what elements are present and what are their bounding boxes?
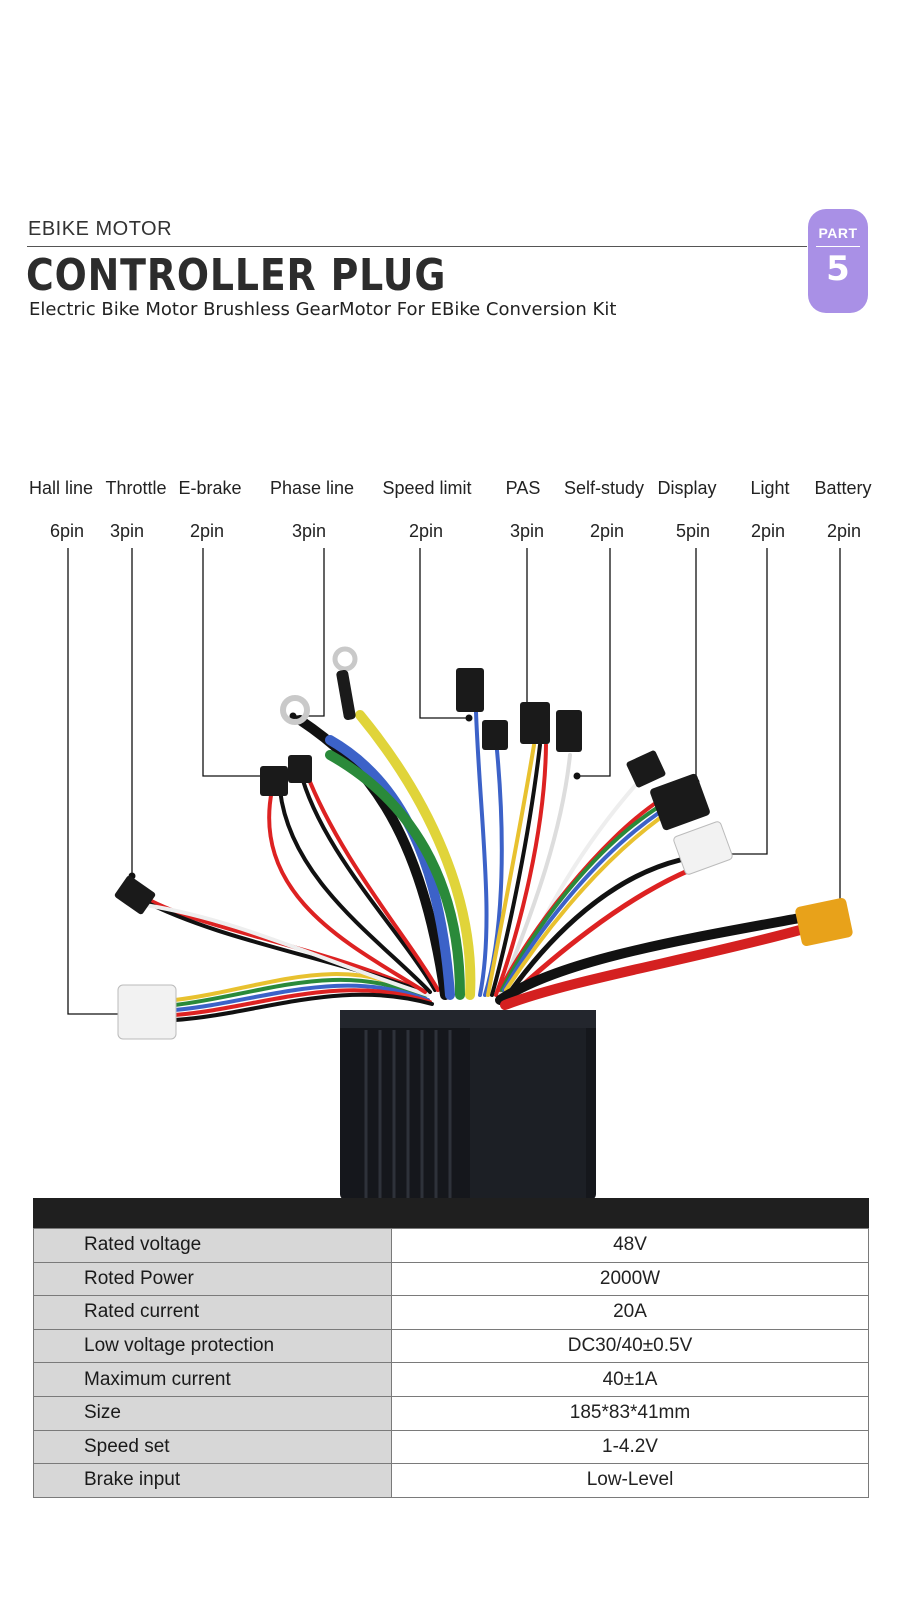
leader-self-study [577,548,611,777]
connector-label-throttle: Throttle [105,478,167,498]
display-plug [650,773,710,831]
connector-pins-pas: 3pin [509,521,545,541]
leader-phase [293,548,325,717]
self-study-plug [556,710,582,752]
part-badge: PART 5 [808,209,868,313]
connector-label-self-study: Self-study [563,478,645,498]
throttle-plug [114,875,156,915]
part-badge-divider [816,246,860,247]
connector-pins-ebrake: 2pin [189,521,225,541]
table-row: Roted Power 2000W [33,1261,869,1297]
section-kicker: EBIKE MOTOR [28,218,173,240]
spec-table: Rated voltage 48V Roted Power 2000W Rate… [33,1228,869,1498]
hall-plug [117,984,177,1040]
connector-label-speed-limit: Speed limit [382,478,472,498]
connector-pins-self-study: 2pin [589,521,625,541]
connector-pins-phase: 3pin [291,521,327,541]
spec-name: Maximum current [33,1362,392,1397]
ebrake-plug-2 [288,755,312,783]
connector-label-phase: Phase line [269,478,355,498]
part-badge-number: 5 [826,249,850,289]
table-row: Maximum current 40±1A [33,1362,869,1397]
connector-pins-battery: 2pin [826,521,862,541]
spec-value: 48V [391,1228,869,1263]
spec-value: 1-4.2V [391,1429,869,1465]
connector-pins-hall: 6pin [49,521,85,541]
spec-value: DC30/40±0.5V [391,1328,869,1364]
leader-light [727,548,768,855]
table-row: Low voltage protection DC30/40±0.5V [33,1328,869,1364]
speed-limit-plug-2 [482,720,508,750]
wires [138,710,805,1022]
table-row: Size 185*83*41mm [33,1395,869,1431]
part-badge-label: PART [818,225,858,241]
spec-value: 20A [391,1295,869,1330]
leader-ebrake [202,548,268,777]
table-row: Rated voltage 48V [33,1228,869,1263]
ebrake-plug [260,766,288,796]
connector-pins-throttle: 3pin [109,521,145,541]
page-title: CONTROLLER PLUG [26,250,447,301]
spec-name: Speed set [33,1429,392,1465]
leader-speed-limit [419,548,469,719]
leader-hall [67,548,128,1015]
controller-wiring-illustration [67,548,853,1200]
battery-plug [795,897,853,947]
light-plug [673,821,733,875]
connector-label-pas: PAS [505,478,541,498]
connector-label-hall: Hall line [28,478,94,498]
spec-name: Roted Power [33,1261,392,1297]
connector-pins-speed-limit: 2pin [408,521,444,541]
table-row: Rated current 20A [33,1295,869,1330]
spec-name: Brake input [33,1463,392,1498]
spec-value: 185*83*41mm [391,1395,869,1431]
spec-table-header [33,1198,869,1228]
table-row: Brake input Low-Level [33,1463,869,1498]
page-subtitle: Electric Bike Motor Brushless GearMotor … [29,299,617,320]
spec-value: 40±1A [391,1362,869,1397]
connector-label-display: Display [657,478,717,498]
speed-limit-plug [456,668,484,712]
connector-pins-light: 2pin [750,521,786,541]
connector-label-light: Light [750,478,790,498]
spec-name: Size [33,1395,392,1431]
table-row: Speed set 1-4.2V [33,1429,869,1465]
spec-name: Rated voltage [33,1228,392,1263]
spec-value: Low-Level [391,1463,869,1498]
pas-plug [520,702,550,744]
self-study-plug-2 [626,750,666,788]
connector-pins-display: 5pin [675,521,711,541]
connector-plugs [114,646,853,1040]
controller-box [340,1010,596,1200]
header-rule [27,246,807,247]
spec-name: Low voltage protection [33,1328,392,1364]
spec-value: 2000W [391,1261,869,1297]
phase-ring-2 [332,646,358,672]
spec-name: Rated current [33,1295,392,1330]
connector-label-ebrake: E-brake [178,478,242,498]
connector-label-battery: Battery [814,478,872,498]
phase-ring-1 [280,695,310,725]
